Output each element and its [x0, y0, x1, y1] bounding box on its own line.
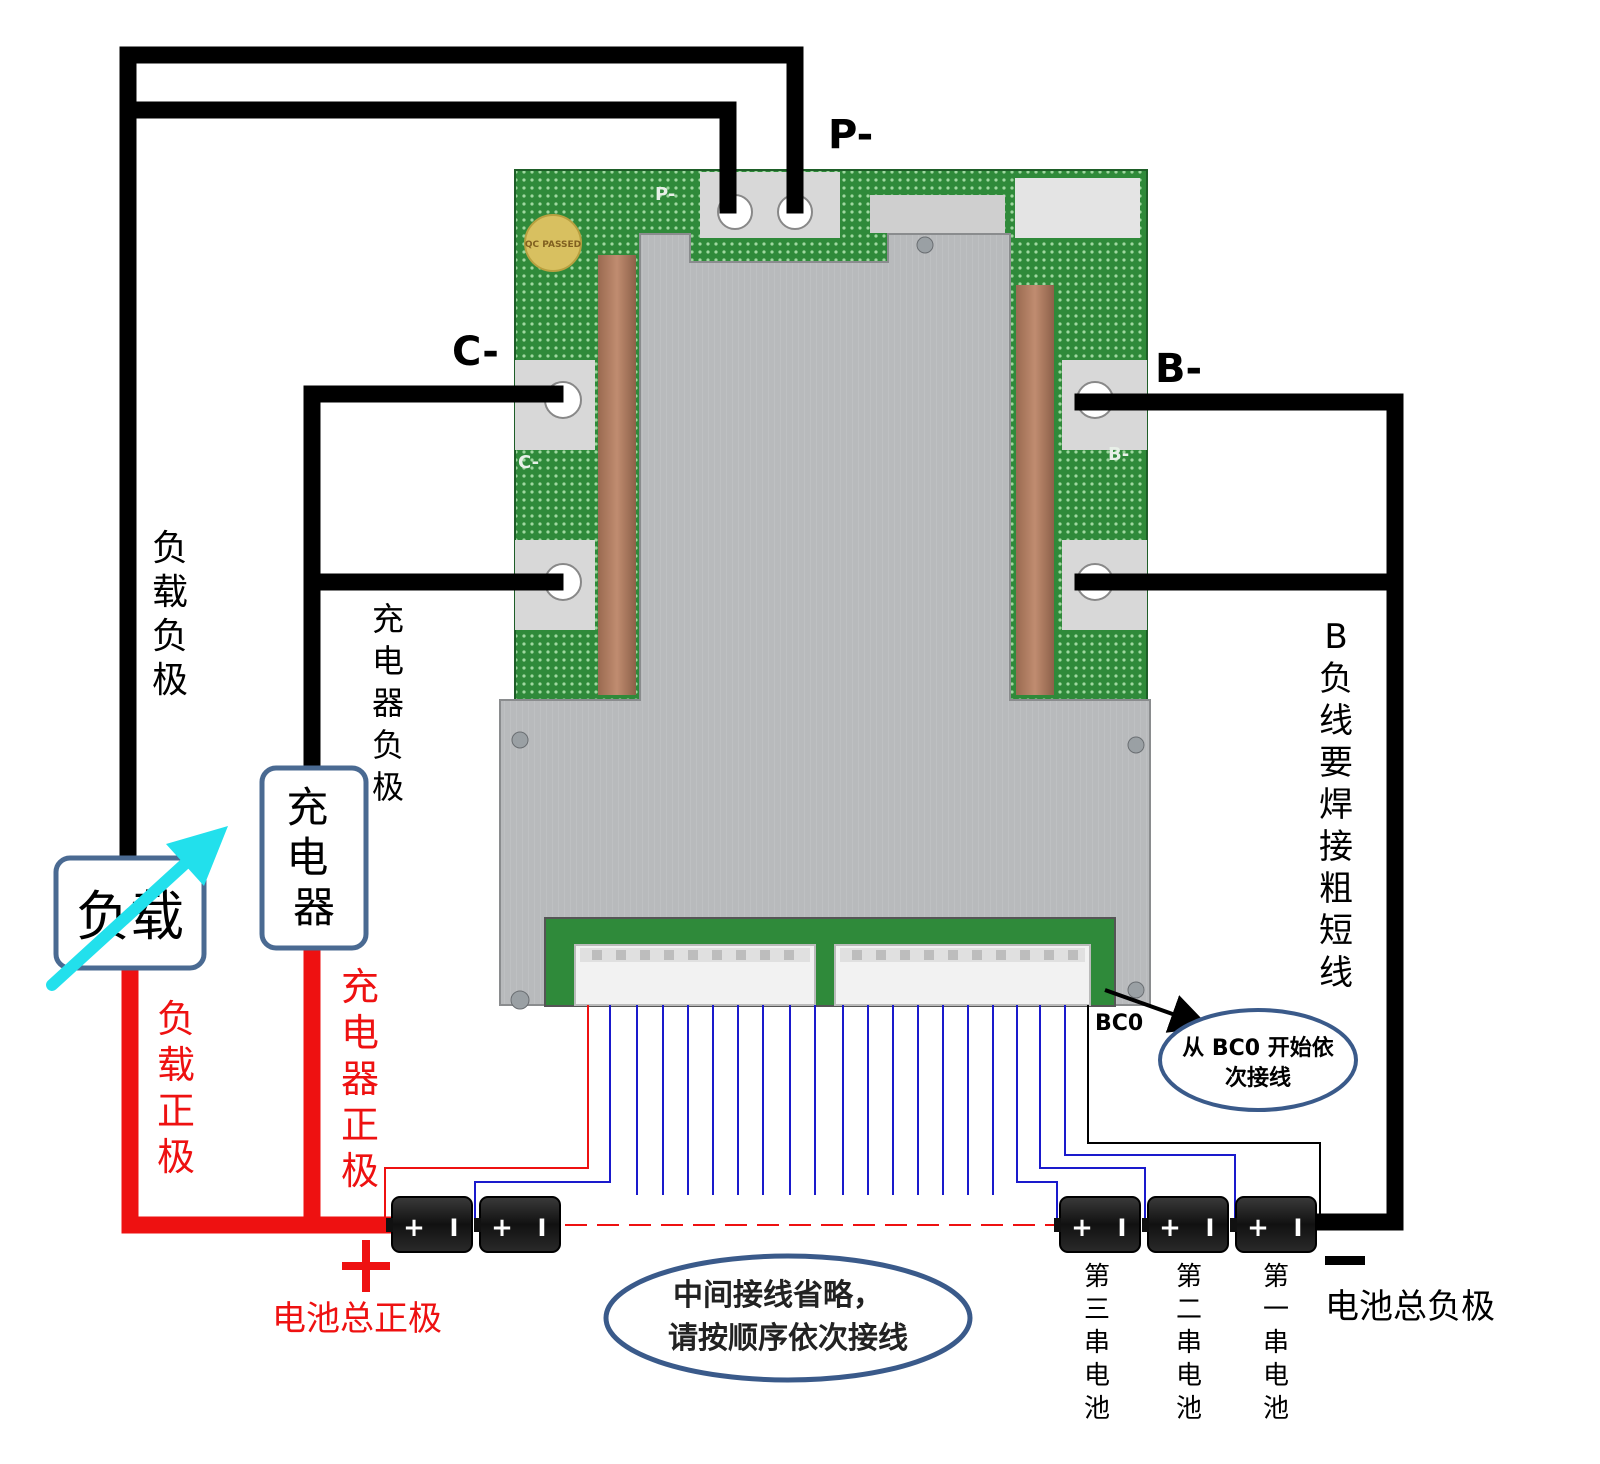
board-b-minus-silk: B-: [1108, 444, 1129, 465]
sense-wire-bc0: [1087, 1005, 1321, 1222]
heatsink-screw: [1127, 981, 1145, 999]
sense-wire: [1064, 1005, 1236, 1222]
qc-stamp-text: QC PASSED: [525, 240, 581, 250]
battery-total-negative-label: 电池总负极: [1325, 1287, 1495, 1327]
bc0-callout-line1: 从 BC0 开始依: [1182, 1035, 1335, 1061]
red-wires: [121, 941, 401, 1234]
bc0-arrow: [1104, 988, 1211, 1033]
balance-sense-wires: [384, 1005, 1321, 1222]
cell-minus-sign: I: [538, 1214, 547, 1242]
cell-minus-sign: I: [1206, 1214, 1215, 1242]
aluminum-heatsink: [499, 233, 1151, 1006]
sense-wire: [1039, 1005, 1146, 1222]
copper-busbar: [1016, 285, 1054, 695]
battery-cell: +I: [1230, 1196, 1317, 1253]
heatsink-screw: [916, 236, 934, 254]
battery-cell: +I: [474, 1196, 561, 1253]
cell-plus-sign: +: [1159, 1213, 1181, 1243]
cell-minus-sign: I: [450, 1214, 459, 1242]
cell-plus-sign: +: [491, 1213, 513, 1243]
third-cell-label: 第三串电池: [1084, 1262, 1110, 1424]
sense-wire: [1016, 1005, 1058, 1222]
heatsink-screw: [510, 990, 530, 1010]
black-wires: [119, 46, 1404, 1231]
cell-plus-sign: +: [403, 1213, 425, 1243]
middle-callout-line1: 中间接线省略，: [673, 1278, 883, 1313]
charger-box: 充 电 器: [259, 765, 369, 951]
charger-box-label: 充 电 器: [286, 783, 341, 932]
bc0-label: BC0: [1095, 1011, 1143, 1036]
heatsink-screw: [1127, 736, 1145, 754]
heatsink-screw: [511, 731, 529, 749]
connector-pins: [592, 950, 1078, 960]
b-minus-label: B-: [1155, 346, 1202, 392]
sense-wire: [474, 1005, 611, 1222]
board-c-minus-silk: C-: [518, 452, 539, 473]
battery-total-negative-mark: [1325, 1256, 1365, 1265]
sense-wire-positive: [384, 1005, 589, 1222]
b-minus-wire: [1074, 393, 1404, 1231]
bms-board: QC PASSED P- C- B-: [499, 169, 1151, 1010]
battery-cell: +I: [1142, 1196, 1229, 1253]
battery-total-positive-label: 电池总正极: [272, 1299, 442, 1339]
load-negative-label: 负载负极: [152, 528, 188, 701]
battery-cells: +I+I+I+I+I: [386, 1196, 1317, 1253]
charger-char: 充: [286, 783, 328, 832]
battery-total-positive-plus: [342, 1240, 390, 1292]
cell-plus-sign: +: [1247, 1213, 1269, 1243]
qc-passed-stamp: QC PASSED: [524, 214, 582, 272]
board-p-minus-silk: P-: [655, 184, 675, 205]
pcb-component-strip: [870, 195, 1005, 233]
cell-minus-sign: I: [1118, 1214, 1127, 1242]
battery-cell: +I: [386, 1196, 473, 1253]
bc0-start-callout: 从 BC0 开始依 次接线: [1158, 1008, 1358, 1112]
p-minus-inner-wire: [119, 101, 737, 214]
cell-minus-sign: I: [1294, 1214, 1303, 1242]
pcb-component-strip: [1015, 178, 1140, 238]
bc0-callout-line2: 次接线: [1225, 1065, 1291, 1091]
load-positive-label: 负载正极: [157, 997, 195, 1179]
copper-busbar: [598, 255, 636, 695]
c-minus-label: C-: [452, 329, 499, 375]
charger-negative-label: 充电器负极: [372, 600, 404, 806]
p-minus-label: P-: [828, 112, 873, 158]
charger-char: 电: [286, 833, 328, 882]
battery-cell: +I: [1054, 1196, 1141, 1253]
load-negative-wire: [119, 46, 804, 869]
charger-positive-label: 充电器正极: [341, 965, 379, 1193]
cell-plus-sign: +: [1071, 1213, 1093, 1243]
charger-negative-wire: [303, 385, 564, 774]
first-cell-label: 第一串电池: [1263, 1262, 1289, 1424]
charger-char: 器: [293, 883, 335, 932]
second-cell-label: 第二串电池: [1176, 1262, 1202, 1424]
middle-omitted-callout: 中间接线省略， 请按顺序依次接线: [603, 1253, 973, 1383]
cyan-arrow: [46, 826, 228, 991]
middle-callout-line2: 请按顺序依次接线: [668, 1321, 908, 1356]
